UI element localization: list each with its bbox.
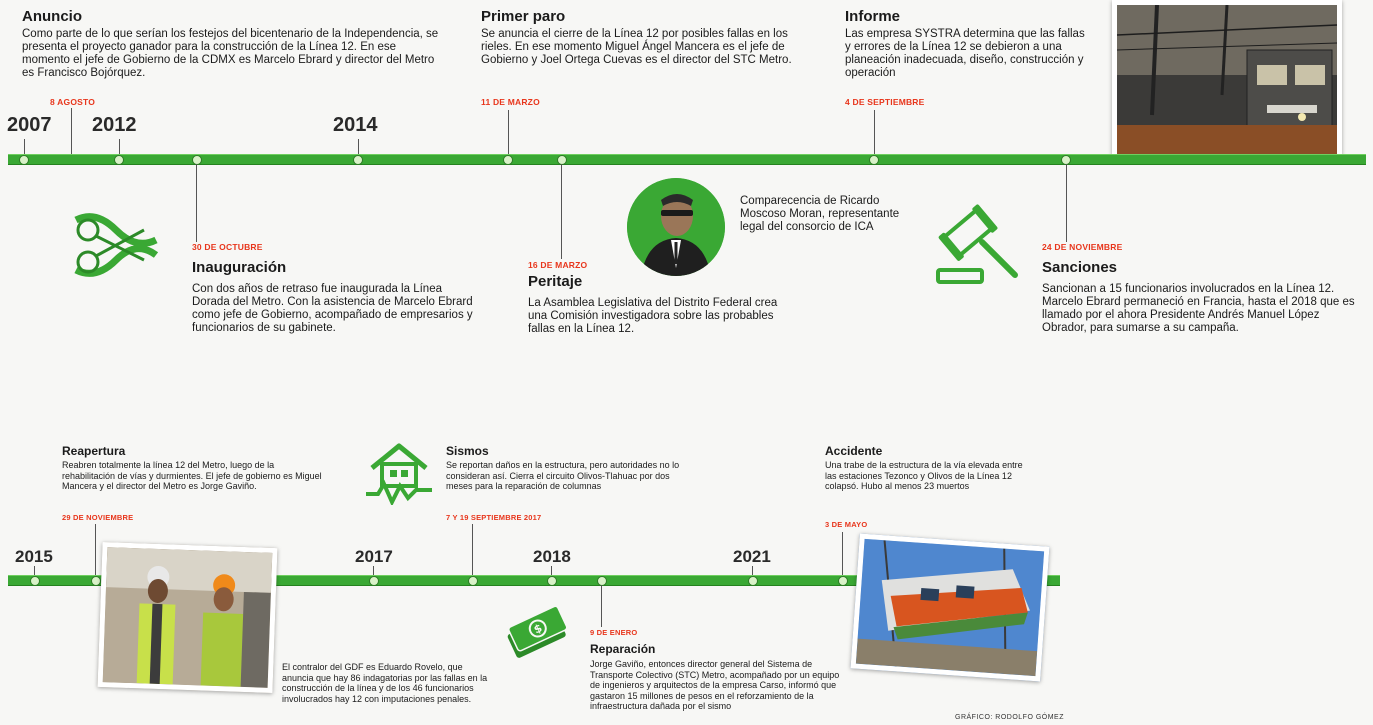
event-text-anuncio: Como parte de lo que serían los festejos… [22, 28, 439, 79]
tick-inauguracion [196, 164, 197, 242]
tick-peritaje [561, 164, 562, 259]
tick-2017 [373, 566, 374, 576]
dot-2021 [748, 576, 758, 586]
dot-primer-paro [503, 155, 513, 165]
year-2015: 2015 [15, 547, 53, 566]
year-2017: 2017 [355, 547, 393, 566]
tick-2021 [752, 566, 753, 576]
event-date-informe: 4 DE SEPTIEMBRE [845, 97, 925, 107]
event-date-sanciones: 24 DE NOVIEMBRE [1042, 242, 1123, 252]
house-earthquake-icon [364, 440, 434, 507]
graphic-credit: GRÁFICO: RODOLFO GÓMEZ [955, 714, 1065, 721]
event-title-informe: Informe [845, 8, 901, 25]
event-date-anuncio: 8 AGOSTO [50, 97, 96, 107]
ribbon-scissors-icon [66, 200, 166, 290]
dot-reapertura [91, 576, 101, 586]
year-2021: 2021 [733, 547, 771, 566]
tick-2012 [119, 139, 120, 156]
timeline-line-top [8, 154, 1366, 165]
timeline-line-bottom [8, 575, 1060, 586]
year-2014: 2014 [333, 114, 378, 136]
workers-illustration [102, 547, 273, 688]
event-title-reparacion: Reparación [590, 642, 656, 656]
tick-sismos [472, 524, 473, 576]
tick-reparacion [601, 585, 602, 627]
event-title-primer-paro: Primer paro [481, 8, 566, 25]
contralor-text: El contralor del GDF es Eduardo Rovelo, … [282, 662, 488, 704]
accident-illustration [855, 538, 1045, 677]
dot-2015 [30, 576, 40, 586]
event-date-accidente: 3 DE MAYO [825, 520, 868, 529]
year-2007: 2007 [7, 114, 52, 136]
tick-2018 [551, 566, 552, 576]
dot-accidente [838, 576, 848, 586]
tick-2007 [24, 139, 25, 156]
event-text-primer-paro: Se anuncia el cierre de la Línea 12 por … [481, 28, 792, 66]
event-date-reparacion: 9 DE ENERO [590, 628, 638, 637]
dot-sismos [468, 576, 478, 586]
tick-2014 [358, 139, 359, 156]
accident-photo [850, 533, 1050, 682]
event-title-sismos: Sismos [446, 444, 489, 458]
money-bill-icon: $ [498, 605, 573, 660]
event-text-peritaje: La Asamblea Legislativa del Distrito Fed… [528, 297, 778, 335]
event-text-sanciones: Sancionan a 15 funcionarios involucrados… [1042, 283, 1355, 334]
year-2018: 2018 [533, 547, 571, 566]
event-title-sanciones: Sanciones [1042, 259, 1118, 276]
event-title-inauguracion: Inauguración [192, 259, 287, 276]
tick-sanciones [1066, 164, 1067, 242]
event-text-informe: Las empresa SYSTRA determina que las fal… [845, 28, 1085, 79]
event-title-accidente: Accidente [825, 444, 883, 458]
dot-informe [869, 155, 879, 165]
event-text-reparacion: Jorge Gaviño, entonces director general … [590, 659, 840, 711]
event-date-inauguracion: 30 DE OCTUBRE [192, 242, 263, 252]
year-2012: 2012 [92, 114, 137, 136]
dot-reparacion [597, 576, 607, 586]
dot-peritaje [557, 155, 567, 165]
event-date-peritaje: 16 DE MARZO [528, 260, 588, 270]
dot-inauguracion [192, 155, 202, 165]
dot-2014 [353, 155, 363, 165]
event-date-reapertura: 29 DE NOVIEMBRE [62, 513, 134, 522]
comparecencia-caption: Comparecencia de Ricardo Moscoso Moran, … [740, 195, 900, 233]
tick-informe [874, 110, 875, 156]
dot-2017 [369, 576, 379, 586]
train-night-illustration [1117, 5, 1337, 155]
event-title-peritaje: Peritaje [528, 273, 583, 290]
workers-photo [97, 541, 278, 694]
portrait-moscoso [627, 178, 725, 276]
dot-2018 [547, 576, 557, 586]
tick-2015 [34, 566, 35, 576]
event-text-inauguracion: Con dos años de retraso fue inaugurada l… [192, 283, 473, 334]
tick-primer-paro [508, 110, 509, 156]
tick-reapertura [95, 524, 96, 576]
event-text-accidente: Una trabe de la estructura de la vía ele… [825, 460, 1023, 491]
tick-accidente [842, 532, 843, 576]
event-text-reapertura: Reabren totalmente la línea 12 del Metro… [62, 460, 322, 491]
dot-2007 [19, 155, 29, 165]
event-title-reapertura: Reapertura [62, 444, 126, 458]
event-date-primer-paro: 11 DE MARZO [481, 97, 540, 107]
dot-2012 [114, 155, 124, 165]
event-title-anuncio: Anuncio [22, 8, 82, 25]
gavel-icon [930, 200, 1025, 290]
train-night-photo [1112, 0, 1342, 160]
tick-anuncio [71, 108, 72, 156]
event-text-sismos: Se reportan daños en la estructura, pero… [446, 460, 680, 491]
event-date-sismos: 7 Y 19 SEPTIEMBRE 2017 [446, 513, 542, 522]
